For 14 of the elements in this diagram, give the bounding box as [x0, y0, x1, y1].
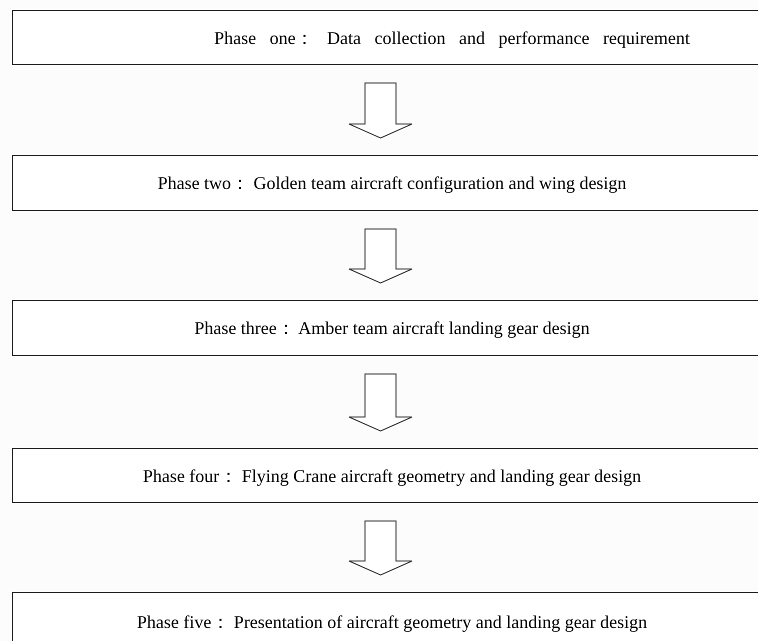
- phase-label: Phase three： Amber team aircraft landing gear design: [194, 317, 590, 340]
- phase-label: Phase four： Flying Crane aircraft geometry and landing gear design: [142, 464, 642, 488]
- block-arrow: [348, 82, 412, 139]
- process-box: [12, 592, 758, 641]
- process-box: [12, 155, 758, 211]
- phase-label: Phase two： Golden team aircraft configuration and wing design: [158, 172, 626, 195]
- phase-label: Phase one： Data collection and performance requirement: [214, 26, 690, 50]
- process-box: [12, 448, 758, 503]
- process-box: [12, 10, 758, 65]
- block-arrow: [348, 228, 412, 284]
- phase-label: Phase five： Presentation of aircraft geometry and landing gear design: [136, 611, 648, 634]
- block-arrow: [348, 520, 412, 576]
- block-arrow: [348, 374, 412, 432]
- process-box: [12, 300, 758, 356]
